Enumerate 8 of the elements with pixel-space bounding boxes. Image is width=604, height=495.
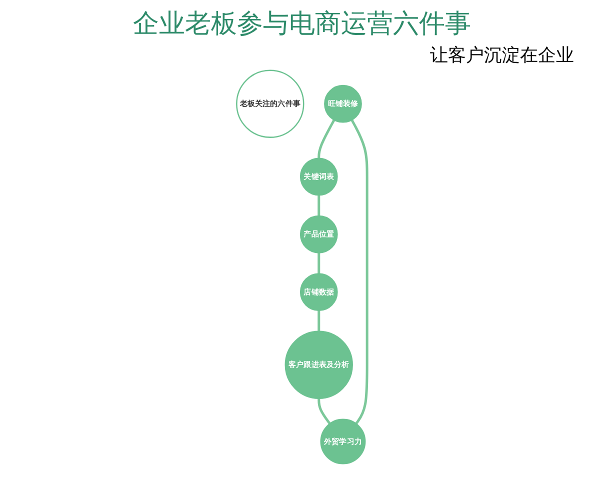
title: 企业老板参与电商运营六件事 [132,8,472,41]
connector [318,252,320,274]
connector [318,119,336,158]
connector [350,119,368,424]
note-text: 让客户沉淀在企业 [429,44,574,67]
connector [318,195,320,216]
connector [318,310,320,332]
connector [318,398,331,424]
